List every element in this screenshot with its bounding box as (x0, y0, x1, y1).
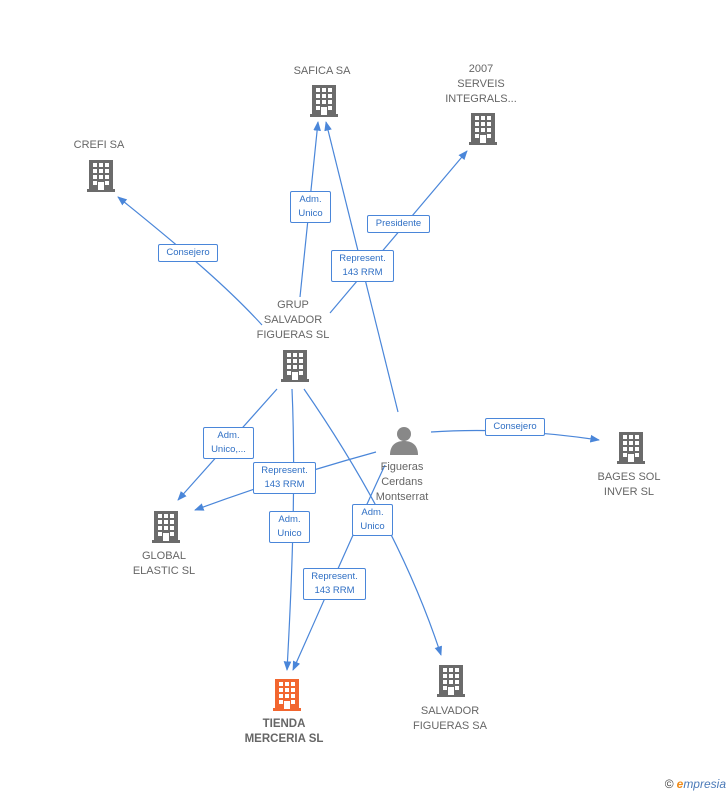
edge-label-grup-crefi[interactable]: Consejero (158, 244, 218, 262)
edge-label-person-safica[interactable]: Represent. 143 RRM (331, 250, 394, 282)
building-icon[interactable] (469, 112, 497, 146)
copyright-symbol: © (664, 777, 674, 791)
node-label-global-elastic[interactable]: GLOBAL ELASTIC SL (132, 550, 196, 577)
empresia-watermark: ©empresia (665, 777, 726, 791)
edge-label-grup-global[interactable]: Adm. Unico,... (203, 427, 254, 459)
node-label-safica[interactable]: SAFICA SA (293, 65, 351, 77)
node-label-bages-sol[interactable]: BAGES SOL INVER SL (597, 471, 661, 498)
node-label-crefi[interactable]: CREFI SA (73, 139, 125, 151)
building-icon[interactable] (87, 159, 115, 193)
edge-grup-crefi (117, 196, 263, 326)
node-label-tienda-merceria[interactable]: TIENDA MERCERIA SL (244, 718, 324, 745)
edge-label-person-tienda[interactable]: Represent. 143 RRM (303, 568, 366, 600)
building-icon[interactable] (281, 349, 309, 383)
edge-label-grup-safica[interactable]: Adm. Unico (290, 191, 331, 223)
node-label-2007-serveis[interactable]: 2007 SERVEIS INTEGRALS... (445, 63, 517, 105)
brand-logo-text: mpresia (683, 777, 726, 791)
edge-label-person-global[interactable]: Represent. 143 RRM (253, 462, 316, 494)
edge-label-grup-tienda[interactable]: Adm. Unico (269, 511, 310, 543)
node-label-salvador-figueras-sa[interactable]: SALVADOR FIGUERAS SA (413, 705, 487, 732)
node-label-grup-salvador[interactable]: GRUP SALVADOR FIGUERAS SL (256, 299, 330, 341)
edge-label-grup-serveis[interactable]: Presidente (367, 215, 430, 233)
building-icon[interactable] (310, 84, 338, 118)
building-icon[interactable] (273, 678, 301, 712)
brand-logo-e: e (676, 777, 684, 791)
edge-label-grup-salvadorsa[interactable]: Adm. Unico (352, 504, 393, 536)
person-icon[interactable] (389, 425, 419, 455)
building-icon[interactable] (617, 431, 645, 465)
node-label-figueras-person[interactable]: Figueras Cerdans Montserrat (375, 461, 429, 503)
building-icon[interactable] (437, 664, 465, 698)
building-icon[interactable] (152, 510, 180, 544)
edge-label-person-bages[interactable]: Consejero (485, 418, 545, 436)
